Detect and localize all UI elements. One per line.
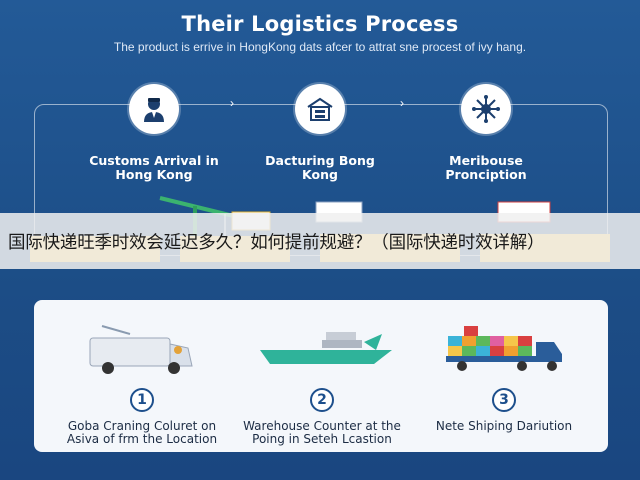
bottom-step-label-3: Nete Shiping Dariution xyxy=(435,419,573,433)
article-banner[interactable]: 国际快递旺季时效会延迟多久？如何提前规避？（国际快递时效详解） xyxy=(0,213,640,269)
top-step-customs: Customs Arrival in Hong Kong xyxy=(84,84,224,182)
step-number-badge: 2 xyxy=(310,388,334,412)
delivery-van-icon xyxy=(89,325,193,374)
banner-headline[interactable]: 国际快递旺季时效会延迟多久？如何提前规避？（国际快递时效详解） xyxy=(8,232,545,253)
bottom-step-2: 2 Warehouse Counter at the Poing in Sete… xyxy=(232,388,412,445)
arrow-icon: › xyxy=(230,96,234,110)
page-title: Their Logistics Process xyxy=(181,12,459,36)
top-step-label-1: Customs Arrival in Hong Kong xyxy=(89,153,219,182)
customs-officer-icon xyxy=(129,84,179,134)
bottom-step-label-2: Warehouse Counter at the Poing in Seteh … xyxy=(243,419,401,446)
bottom-steps-card: 1 Goba Craning Coluret on Asiva of frm t… xyxy=(34,300,608,452)
container-truck-icon xyxy=(446,326,562,371)
arrow-icon: › xyxy=(400,96,404,110)
bottom-step-3: 3 Nete Shiping Dariution xyxy=(414,388,594,433)
warehouse-icon xyxy=(295,84,345,134)
top-step-network: Meribouse Pronciption xyxy=(416,84,556,182)
top-step-label-2: Dacturing Bong Kong xyxy=(265,153,375,182)
bottom-step-1: 1 Goba Craning Coluret on Asiva of frm t… xyxy=(52,388,232,445)
cargo-ship-icon xyxy=(260,332,392,364)
bottom-step-label-1: Goba Craning Coluret on Asiva of frm the… xyxy=(66,419,218,446)
top-step-warehouse: Dacturing Bong Kong xyxy=(250,84,390,182)
page-subtitle: The product is errive in HongKong dats a… xyxy=(113,40,527,54)
step-number-badge: 1 xyxy=(130,388,154,412)
step-number-badge: 3 xyxy=(492,388,516,412)
top-step-label-3: Meribouse Pronciption xyxy=(445,153,527,182)
network-icon xyxy=(461,84,511,134)
